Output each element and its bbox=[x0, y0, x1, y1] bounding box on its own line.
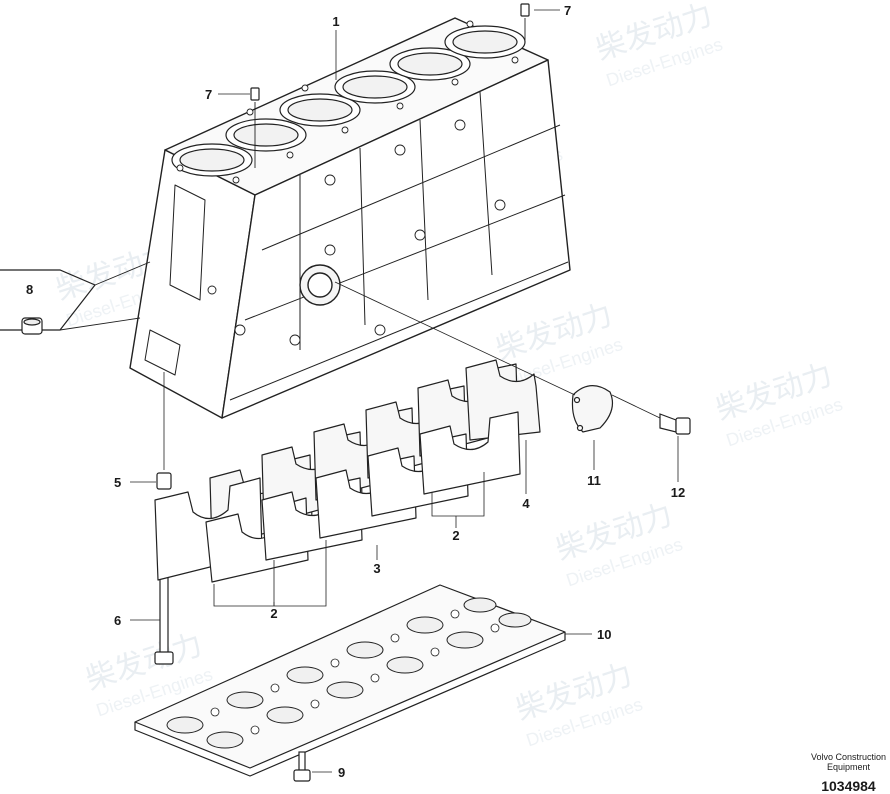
caption-company-sub: Equipment bbox=[826, 762, 870, 772]
dowel-pin-top bbox=[520, 3, 530, 40]
bolt-part-9 bbox=[293, 751, 311, 782]
bolt-part-6 bbox=[154, 559, 174, 665]
callout-4: 4 bbox=[522, 496, 530, 511]
cylinder-block bbox=[129, 17, 571, 419]
callout-10: 10 bbox=[597, 627, 611, 642]
dowel-pin-side bbox=[250, 87, 260, 168]
callout-12: 12 bbox=[671, 485, 685, 500]
document-caption: Volvo Construction Equipment 1034984 bbox=[811, 752, 886, 794]
callout-2-lower: 2 bbox=[270, 606, 277, 621]
sleeve-part-5 bbox=[156, 472, 172, 490]
callout-1: 1 bbox=[332, 14, 339, 29]
callout-9: 9 bbox=[338, 765, 345, 780]
cylinder-bores bbox=[171, 25, 526, 177]
callout-7-side: 7 bbox=[205, 87, 212, 102]
plug-icon bbox=[21, 317, 43, 335]
caption-company: Volvo Construction bbox=[810, 752, 886, 762]
bearing-caps bbox=[154, 359, 541, 583]
callout-2-upper: 2 bbox=[452, 528, 459, 543]
callout-11: 11 bbox=[587, 473, 601, 488]
leader-line bbox=[611, 394, 661, 419]
callout-3: 3 bbox=[373, 561, 380, 576]
callout-labels: 1 7 7 8 5 6 2 3 2 4 11 12 10 9 bbox=[26, 3, 685, 780]
callout-5: 5 bbox=[114, 475, 121, 490]
ladder-frame-part-10 bbox=[134, 584, 566, 777]
leader-line bbox=[334, 281, 576, 396]
callout-leaders bbox=[130, 9, 679, 773]
callout-8: 8 bbox=[26, 282, 33, 297]
callout-7-top: 7 bbox=[564, 3, 571, 18]
bolt-part-12 bbox=[659, 413, 691, 435]
illustration-number: 1034984 bbox=[821, 778, 876, 794]
callout-6: 6 bbox=[114, 613, 121, 628]
plug-inset bbox=[0, 261, 151, 335]
cover-plate-part-11 bbox=[571, 385, 613, 433]
